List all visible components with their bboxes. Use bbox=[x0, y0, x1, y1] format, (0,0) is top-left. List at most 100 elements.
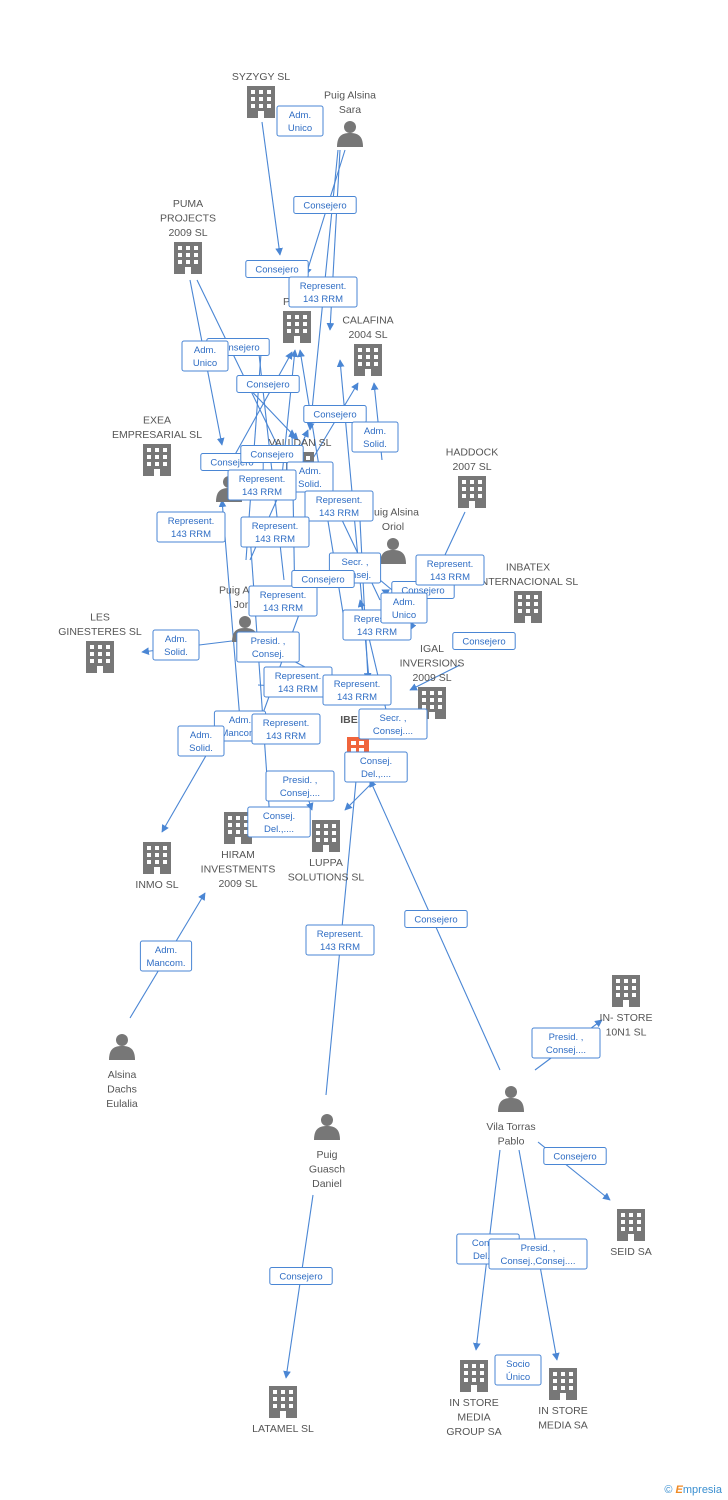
relation-label-14[interactable]: Represent. 143 RRM bbox=[304, 490, 374, 522]
relation-label-7[interactable]: Consejero bbox=[236, 375, 300, 393]
relation-label-text: Consej.,Consej.... bbox=[501, 1256, 576, 1267]
relation-label-34[interactable]: Presid. ,Consej.... bbox=[265, 770, 335, 802]
relation-label-33[interactable]: Consej.Del.,.... bbox=[344, 751, 408, 783]
syzygy-label: SYZYGY SL bbox=[232, 71, 290, 83]
hiram-label: 2009 SL bbox=[218, 878, 257, 890]
relation-label-text: Represent. bbox=[300, 281, 346, 292]
puig-daniel-label: Guasch bbox=[309, 1164, 345, 1176]
relation-label-38[interactable]: Adm.Mancom. bbox=[139, 940, 193, 972]
relation-label-25[interactable]: Presid. ,Consej. bbox=[236, 631, 300, 663]
relation-label-text: Consejero bbox=[246, 380, 289, 391]
igal-label: 2009 SL bbox=[412, 672, 451, 684]
relation-label-22[interactable]: Adm.Unico bbox=[380, 592, 428, 624]
latamel-label: LATAMEL SL bbox=[252, 1423, 314, 1435]
relation-label-36[interactable]: Represent.143 RRM bbox=[305, 924, 375, 956]
relation-label-text: 143 RRM bbox=[319, 508, 359, 519]
relation-label-text: Consejero bbox=[279, 1272, 322, 1283]
calafina-label: 2004 SL bbox=[348, 329, 387, 341]
alsina-eulalia-label: Alsina bbox=[108, 1069, 137, 1081]
relation-label-37[interactable]: Consejero bbox=[404, 910, 468, 928]
relation-label-40[interactable]: Consejero bbox=[543, 1147, 607, 1165]
building-icon bbox=[283, 311, 311, 343]
relation-label-text: Adm. bbox=[190, 730, 212, 741]
copyright-symbol: © bbox=[664, 1484, 673, 1496]
relation-label-39[interactable]: Presid. ,Consej.... bbox=[531, 1027, 601, 1059]
relation-label-text: Consej. bbox=[252, 649, 284, 660]
in-store-10n1-label: 10N1 SL bbox=[606, 1027, 647, 1039]
relation-label-26[interactable]: Consejero bbox=[452, 632, 516, 650]
building-icon bbox=[143, 444, 171, 476]
relation-label-32[interactable]: Secr. ,Consej.... bbox=[358, 708, 428, 740]
alsina-eulalia-label: Dachs bbox=[107, 1084, 137, 1096]
relation-label-27[interactable]: Represent.143 RRM bbox=[263, 666, 333, 698]
relation-label-31[interactable]: Represent.143 RRM bbox=[251, 713, 321, 745]
in-store-media-group-label: IN STORE bbox=[449, 1397, 498, 1409]
relation-label-18[interactable]: Represent. 143 RRM bbox=[248, 585, 318, 617]
puig-oriol-label: Puig Alsina bbox=[367, 507, 419, 519]
luppa-label: SOLUTIONS SL bbox=[288, 872, 365, 884]
relation-label-text: Adm. bbox=[229, 715, 251, 726]
ginesteres-label: GINESTERES SL bbox=[58, 626, 142, 638]
relation-label-box bbox=[236, 631, 300, 663]
latamel-node[interactable]: LATAMEL SL bbox=[252, 1386, 314, 1435]
relation-label-text: Represent. bbox=[260, 590, 306, 601]
relation-label-41[interactable]: Consejero bbox=[269, 1267, 333, 1285]
relation-label-9[interactable]: Adm.Solid. bbox=[351, 421, 399, 453]
relation-label-text: Represent. bbox=[316, 495, 362, 506]
relation-label-text: Consejero bbox=[303, 201, 346, 212]
relation-label-43[interactable]: Presid. ,Consej.,Consej.... bbox=[488, 1238, 588, 1270]
relation-label-text: 143 RRM bbox=[263, 603, 303, 614]
relation-label-text: Unico bbox=[288, 123, 312, 134]
relation-label-30[interactable]: Adm.Solid. bbox=[177, 725, 225, 757]
inmo-node[interactable]: INMO SL bbox=[135, 842, 179, 891]
relation-label-13[interactable]: Represent.143 RRM bbox=[227, 469, 297, 501]
relation-label-15[interactable]: Represent.143 RRM bbox=[156, 511, 226, 543]
building-icon bbox=[612, 975, 640, 1007]
puma-label: 2009 SL bbox=[168, 227, 207, 239]
syzygy-node[interactable]: SYZYGY SL bbox=[232, 71, 290, 118]
relation-label-box bbox=[358, 708, 428, 740]
relation-label-28[interactable]: Represent.143 RRM bbox=[322, 674, 392, 706]
relation-label-24[interactable]: Adm.Solid. bbox=[152, 629, 200, 661]
seid-node[interactable]: SEID SA bbox=[610, 1209, 652, 1258]
relation-label-35[interactable]: Consej.Del.,.... bbox=[247, 806, 311, 838]
inbatex-label: INBATEX bbox=[506, 562, 550, 574]
building-icon bbox=[460, 1360, 488, 1392]
brand-logo: © Empresia bbox=[664, 1484, 722, 1496]
relation-label-2[interactable]: Consejero bbox=[293, 196, 357, 214]
relation-label-text: 143 RRM bbox=[357, 627, 397, 638]
relation-label-box bbox=[265, 770, 335, 802]
vila-pablo-label: Vila Torras bbox=[486, 1121, 535, 1133]
relation-label-4[interactable]: Represent.143 RRM bbox=[288, 276, 358, 308]
igal-label: INVERSIONS bbox=[400, 658, 465, 670]
relation-label-23[interactable]: Represent.143 RRM bbox=[415, 554, 485, 586]
relation-label-3[interactable]: Consejero bbox=[245, 260, 309, 278]
relation-label-19[interactable]: Consejero bbox=[291, 570, 355, 588]
relation-edge-10 bbox=[231, 351, 293, 461]
relation-label-11[interactable]: Consejero bbox=[240, 445, 304, 463]
relation-label-8[interactable]: Consejero bbox=[303, 405, 367, 423]
relation-label-text: 143 RRM bbox=[320, 942, 360, 953]
relation-label-1[interactable]: Adm.Unico bbox=[276, 105, 324, 137]
puma-label: PROJECTS bbox=[160, 213, 216, 225]
relation-label-16[interactable]: Represent.143 RRM bbox=[240, 516, 310, 548]
relation-label-6[interactable]: Adm.Unico bbox=[181, 340, 229, 372]
